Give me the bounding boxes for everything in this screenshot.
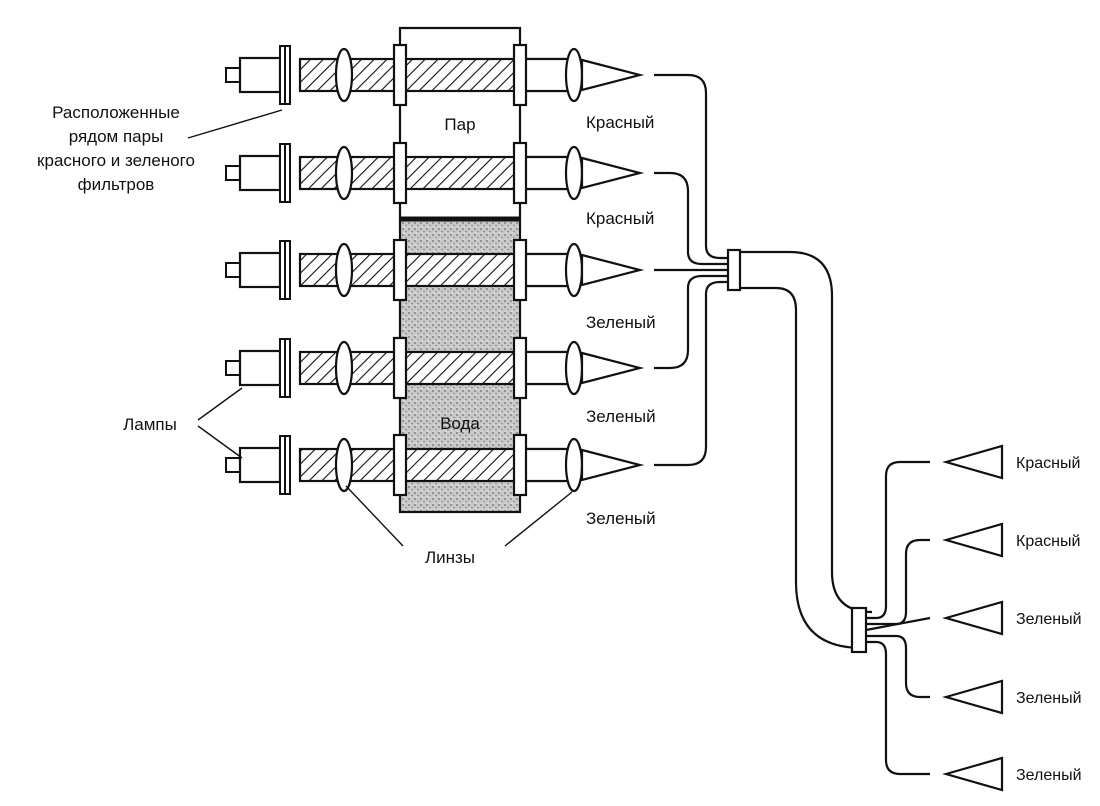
- lens: [564, 47, 584, 103]
- column-clamp-right: [512, 336, 528, 400]
- green-filter-plate: [284, 435, 291, 495]
- input-color-label: Зеленый: [586, 407, 656, 426]
- steam-column: [398, 26, 522, 218]
- collector-cone: [580, 156, 645, 190]
- input-fiber: [654, 73, 728, 260]
- lamp-body: [238, 251, 282, 289]
- column-clamp-left: [392, 433, 408, 497]
- lamp-cap: [225, 165, 241, 181]
- output-fiber: [866, 640, 930, 776]
- output-fibers: [865, 444, 1004, 792]
- column-clamp-right: [512, 141, 528, 205]
- steam-label: Пар: [444, 115, 475, 134]
- lamp-body: [238, 349, 282, 387]
- lamp-assembly: [225, 336, 645, 400]
- column-clamp-right: [512, 433, 528, 497]
- fiber-bundle-cable: [738, 250, 873, 614]
- tube-segment: [518, 252, 574, 288]
- lenses-label: Линзы: [425, 548, 475, 567]
- input-color-label: Зеленый: [586, 313, 656, 332]
- filter-label-line-3: красного и зеленого: [37, 151, 195, 170]
- output-fiber: [865, 616, 931, 632]
- receiver-cone: [941, 756, 1004, 792]
- column-clamp-left: [392, 43, 408, 107]
- column-clamp-left: [392, 238, 408, 302]
- lens: [334, 47, 354, 103]
- water-label: Вода: [440, 414, 480, 433]
- lenses-callout-lines: [345, 485, 573, 547]
- lamps-callout-lines: [197, 387, 243, 459]
- fiber-bundle-cable-inner: [738, 286, 863, 650]
- output-color-label: Зеленый: [1016, 767, 1082, 784]
- tube-segment: [518, 447, 574, 483]
- lamp-cap: [225, 457, 241, 473]
- lamp-assembly: [225, 141, 645, 205]
- lens: [564, 340, 584, 396]
- lamp-body: [238, 446, 282, 484]
- lamp-body: [238, 56, 282, 94]
- bundle-ferrule-in: [726, 248, 742, 292]
- green-filter-plate: [284, 338, 291, 398]
- lamp-assembly: [225, 433, 645, 497]
- output-color-label: Зеленый: [1016, 611, 1082, 628]
- receiver-cone: [941, 600, 1004, 636]
- lamp-cap: [225, 67, 241, 83]
- tube-segment: [518, 155, 574, 191]
- input-fiber: [654, 171, 728, 266]
- input-color-label: Зеленый: [586, 509, 656, 528]
- lamp-cap: [225, 360, 241, 376]
- tube-segment: [518, 57, 574, 93]
- input-fiber: [654, 280, 728, 467]
- lamp-assembly: [225, 238, 645, 302]
- collector-cone: [580, 448, 645, 482]
- lens: [564, 437, 584, 493]
- input-color-label: Красный: [586, 113, 654, 132]
- bundle-ferrule-out: [850, 606, 868, 654]
- output-fiber: [866, 460, 930, 620]
- output-color-label: Красный: [1016, 455, 1080, 472]
- column-clamp-left: [392, 141, 408, 205]
- input-fiber: [654, 274, 728, 370]
- column-clamp-right: [512, 43, 528, 107]
- collector-cone: [580, 351, 645, 385]
- output-color-label: Красный: [1016, 533, 1080, 550]
- lamp-cap: [225, 262, 241, 278]
- collector-cone: [580, 253, 645, 287]
- lens: [334, 340, 354, 396]
- filter-label-line-1: Расположенные: [52, 103, 180, 122]
- green-filter-plate: [284, 143, 291, 203]
- column-clamp-left: [392, 336, 408, 400]
- receiver-cone: [941, 522, 1004, 558]
- input-fibers: [654, 73, 728, 467]
- lens: [564, 145, 584, 201]
- receiver-cone: [941, 444, 1004, 480]
- receiver-cone: [941, 679, 1004, 715]
- lamps-label: Лампы: [123, 415, 177, 434]
- column-clamp-right: [512, 238, 528, 302]
- lamp-body: [238, 154, 282, 192]
- input-color-label: Красный: [586, 209, 654, 228]
- output-fiber: [866, 538, 930, 626]
- lens: [564, 242, 584, 298]
- green-filter-plate: [284, 240, 291, 300]
- tube-segment: [518, 350, 574, 386]
- green-filter-plate: [284, 45, 291, 105]
- output-color-label: Зеленый: [1016, 690, 1082, 707]
- filter-label-line-4: фильтров: [78, 175, 155, 194]
- lens: [334, 437, 354, 493]
- collector-cone: [580, 58, 645, 92]
- lens: [334, 242, 354, 298]
- filter-callout-line: [187, 109, 283, 139]
- output-fiber: [866, 634, 930, 699]
- filter-label-line-2: рядом пары: [69, 127, 164, 146]
- lens: [334, 145, 354, 201]
- lamp-assembly: [225, 43, 645, 107]
